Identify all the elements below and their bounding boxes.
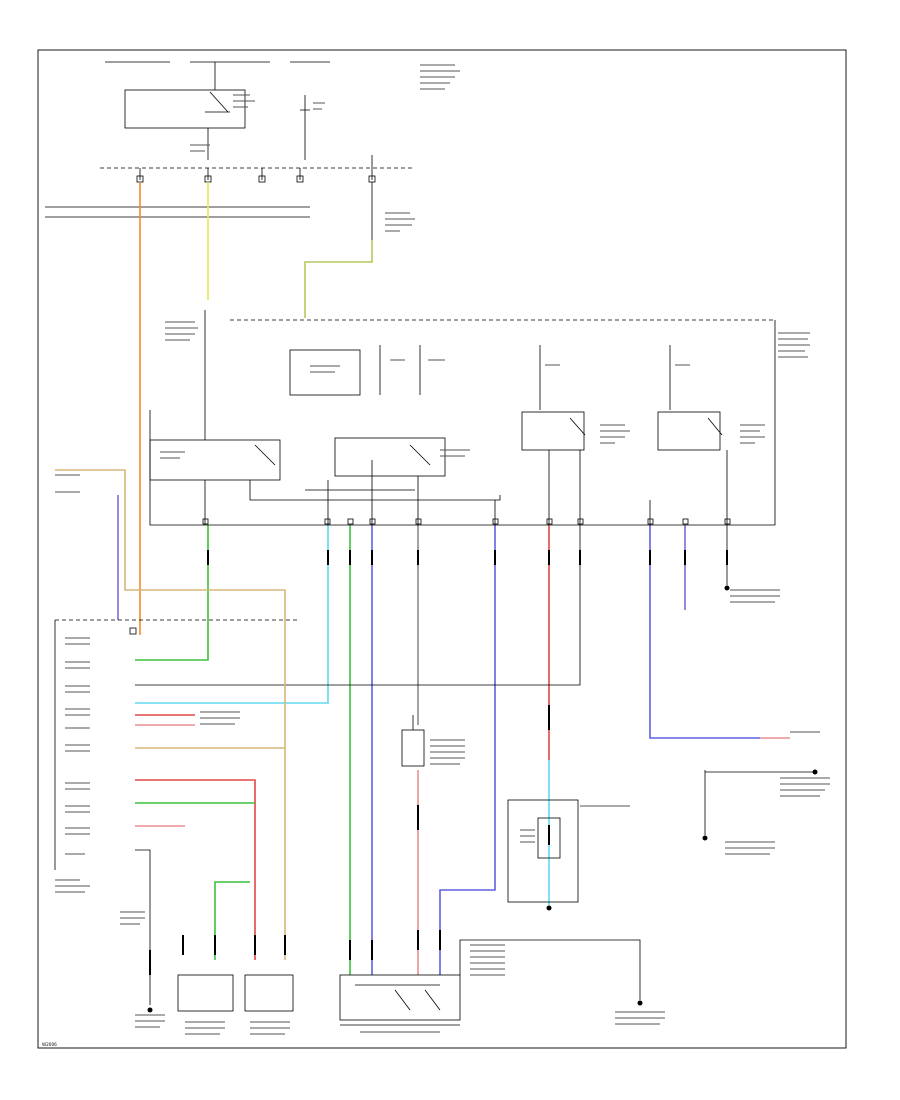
wire-red-sensor — [135, 779, 256, 960]
wire-black-bottom — [459, 939, 641, 1000]
bottom-components — [177, 974, 461, 1026]
page-code-label: W2006 — [42, 1042, 57, 1047]
box-terminals — [202, 518, 731, 525]
wire-green-sensor-2 — [214, 881, 250, 960]
wire-tan-1 — [55, 469, 286, 749]
underhood-relay-box — [149, 310, 776, 526]
wire-yellow-green — [304, 240, 373, 318]
wires — [55, 182, 815, 1005]
wire-light-blue — [135, 525, 329, 704]
diagram-frame — [37, 49, 847, 1049]
ground-symbols — [147, 585, 818, 1013]
wire-blue-3 — [649, 525, 760, 739]
connector-marks — [149, 550, 728, 975]
signal-lines-left — [45, 206, 310, 218]
ac-pressure-sensor — [401, 715, 425, 767]
ac-compressor — [507, 799, 579, 903]
wire-black-gnd — [135, 849, 151, 1005]
wire-black-signal — [135, 525, 581, 686]
top-relay-section — [100, 61, 415, 240]
wire-green-1 — [135, 525, 209, 661]
ecm-box — [54, 619, 300, 870]
label-strokes — [55, 64, 830, 1035]
wire-blue-2 — [439, 525, 496, 975]
